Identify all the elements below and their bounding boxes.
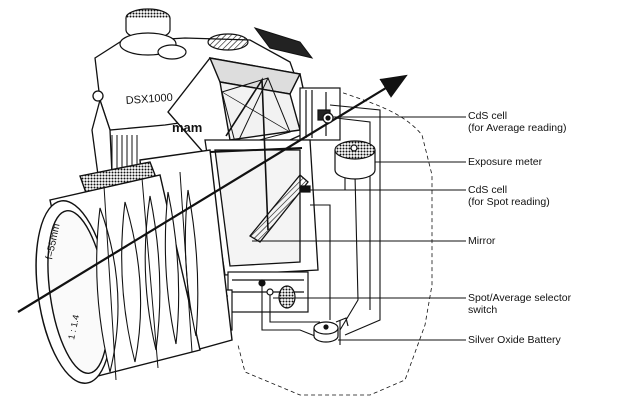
label-cds-spot: CdS cell (for Spot reading) [468,184,550,208]
spot-average-selector-switch [258,279,274,296]
lens-assembly [35,149,233,384]
label-selector-switch-line2: switch [468,304,498,316]
optical-axis-line [17,74,408,313]
label-cds-spot-line2: (for Spot reading) [468,196,550,208]
label-battery: Silver Oxide Battery [468,334,561,346]
shutter-dial [119,8,249,60]
housing-dashed-outline [237,87,433,396]
label-cds-average: CdS cell (for Average reading) [468,110,566,134]
model-text: DSX1000 [125,92,173,107]
prism-housing [167,57,313,161]
cds-cell-average [322,112,334,124]
exposure-meter [334,140,376,180]
brand-text: mam [172,120,202,135]
label-cds-average-line1: CdS cell [468,110,508,122]
leader-lines [252,116,466,341]
label-cds-spot-line1: CdS cell [468,184,508,196]
label-exposure-meter-line1: Exposure meter [468,156,543,168]
label-selector-switch-line1: Spot/Average selector [468,292,572,304]
label-mirror-line1: Mirror [468,235,496,247]
label-mirror: Mirror [468,235,495,247]
eyepiece-assembly [299,87,341,141]
label-battery-line1: Silver Oxide Battery [468,334,561,346]
label-cds-average-line2: (for Average reading) [468,122,567,134]
accessory-shoe [253,27,314,59]
label-exposure-meter: Exposure meter [468,156,542,168]
reflected-light-path [225,77,269,231]
label-selector-switch: Spot/Average selector switch [468,292,571,316]
silver-oxide-battery [313,317,349,343]
cds-cell-spot [299,185,311,193]
